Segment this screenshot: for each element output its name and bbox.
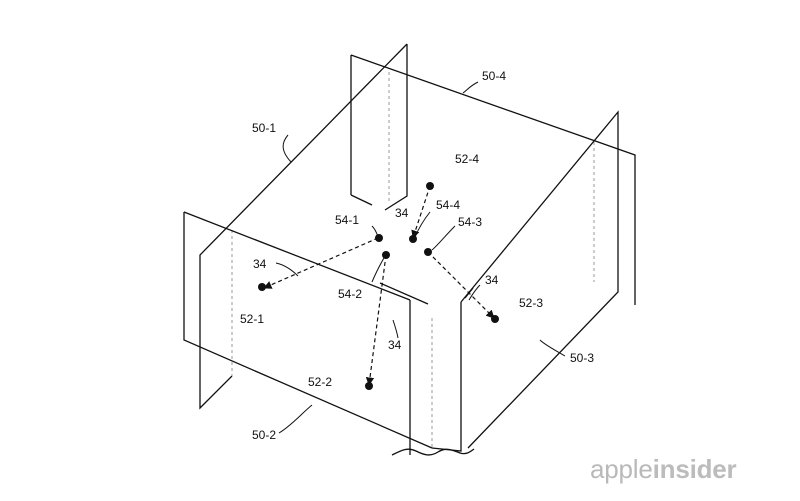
- label-50-3: 50-3: [570, 351, 594, 365]
- label-34-c: 34: [485, 273, 499, 287]
- label-54-1: 54-1: [335, 213, 359, 227]
- label-52-1: 52-1: [240, 312, 264, 326]
- target-dot-52-4: [426, 182, 434, 190]
- plate-50-2: [183, 211, 433, 449]
- source-leaders: [371, 211, 456, 283]
- label-50-1: 50-1: [252, 121, 276, 135]
- plate-50-3: [391, 110, 619, 456]
- target-points: [258, 182, 499, 390]
- label-54-2: 54-2: [338, 287, 362, 301]
- watermark-part-apple: apple: [590, 454, 653, 484]
- source-dot-54-1: [375, 234, 383, 242]
- target-dot-52-2: [365, 382, 373, 390]
- label-50-2: 50-2: [252, 428, 276, 442]
- label-52-4: 52-4: [455, 152, 479, 166]
- target-dot-52-3: [491, 315, 499, 323]
- source-dot-54-3: [424, 248, 432, 256]
- watermark-part-insider: insider: [653, 454, 737, 484]
- label-54-4: 54-4: [436, 198, 460, 212]
- label-54-3: 54-3: [458, 215, 482, 229]
- label-52-2: 52-2: [308, 375, 332, 389]
- label-34-b: 34: [395, 206, 409, 220]
- source-points: [375, 234, 432, 259]
- source-dot-54-4: [409, 235, 417, 243]
- label-52-3: 52-3: [519, 296, 543, 310]
- source-dot-54-2: [382, 251, 390, 259]
- label-34-d: 34: [388, 338, 402, 352]
- label-34-a: 34: [253, 257, 267, 271]
- plate-leaders: [278, 81, 566, 434]
- plate-50-4: [350, 54, 636, 305]
- plate-50-1: [199, 43, 408, 410]
- label-50-4: 50-4: [482, 69, 506, 83]
- reference-labels: 50-1 50-4 50-3 50-2 52-4 52-1 52-2 52-3 …: [240, 69, 594, 442]
- appleinsider-watermark: appleinsider: [590, 454, 737, 484]
- target-dot-52-1: [258, 283, 266, 291]
- arrow-paths: [263, 185, 495, 386]
